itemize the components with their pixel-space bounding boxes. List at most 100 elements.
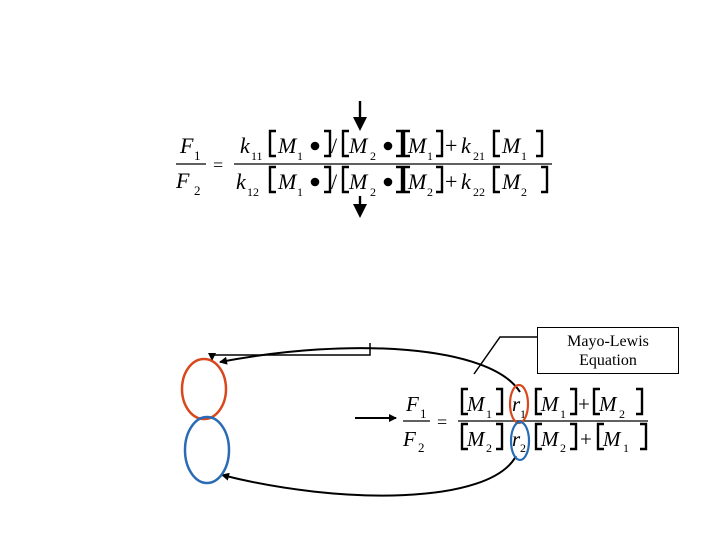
- bottom-den-plus: +: [580, 427, 592, 451]
- top-num-k2: k: [461, 133, 472, 158]
- bottom-num-bracket-open-1: [460, 387, 468, 416]
- blue-ellipse-r2: [509, 420, 531, 462]
- bottom-den-bracket-open-2: [534, 422, 542, 451]
- top-num-bracket-close-4: [536, 129, 544, 158]
- top-den-radical-dot-1: [310, 177, 320, 187]
- bottom-num-bracket-close-1: [496, 387, 504, 416]
- top-num-slash: /: [331, 133, 338, 158]
- top-num-radical-dot-1: [310, 141, 320, 151]
- top-den-bracket-open-4: [492, 165, 500, 194]
- top-den-k2: k: [461, 169, 472, 194]
- top-den-bracket-open-1: [268, 165, 276, 194]
- bottom-denominator: M 2 r 2 M 2 + M 1: [460, 422, 648, 455]
- upper-left-connector: [208, 343, 371, 361]
- top-den-M3: M: [407, 169, 428, 194]
- mayo-lewis-callout: Mayo-Lewis Equation: [537, 327, 679, 374]
- top-den-M4: M: [501, 169, 522, 194]
- top-num-M3: M: [407, 133, 428, 158]
- top-num-bracket-close-1: [324, 129, 332, 158]
- top-num-M3-sub: 1: [427, 149, 433, 163]
- bottom-down-arrow-head: [353, 204, 367, 218]
- bottom-lhs-num-sub: 1: [420, 406, 427, 421]
- top-num-bracket-open-2: [341, 129, 349, 158]
- top-num-plus: +: [445, 133, 457, 158]
- top-num-M2: M: [348, 133, 369, 158]
- top-num-bracket-close-2: [396, 129, 404, 158]
- callout-leader-line: [473, 336, 537, 375]
- lower-loop-curve: [221, 455, 517, 497]
- top-num-M1-sub: 1: [297, 149, 303, 163]
- top-denominator: k 12 M 1 / M 2 M 2 + k 22 M 2: [236, 165, 549, 199]
- top-num-M2-sub: 2: [370, 149, 376, 163]
- top-equation: F 1 F 2 = k 11 M 1 / M 2 M 1 + k: [175, 101, 552, 218]
- bottom-equals-sign: =: [437, 412, 447, 432]
- bottom-den-r: r: [512, 427, 521, 451]
- top-num-bracket-open-3: [402, 129, 410, 158]
- top-lhs-den-F: F: [175, 168, 190, 193]
- top-num-M4-sub: 1: [521, 149, 527, 163]
- bottom-num-M1-sub: 1: [486, 407, 492, 421]
- bottom-den-r-sub: 2: [520, 441, 526, 455]
- bottom-num-M2: M: [540, 392, 560, 416]
- top-num-bracket-open-1: [268, 129, 276, 158]
- top-den-M2: M: [348, 169, 369, 194]
- bottom-den-bracket-close-1: [496, 422, 504, 451]
- top-den-M4-sub: 2: [521, 185, 527, 199]
- bottom-den-bracket-open-3: [596, 422, 604, 451]
- top-equals-sign: =: [213, 155, 223, 175]
- top-den-bracket-close-1: [324, 165, 332, 194]
- top-num-k2-sub: 21: [473, 149, 485, 163]
- top-lhs-num-F: F: [179, 133, 194, 158]
- top-num-k: k: [240, 133, 251, 158]
- top-den-bracket-open-3: [402, 165, 410, 194]
- bottom-numerator: M 1 r 1 M 1 + M 2: [460, 387, 644, 421]
- top-den-plus: +: [445, 169, 457, 194]
- blue-ellipse-left: [183, 415, 231, 485]
- top-den-M1: M: [277, 169, 298, 194]
- top-num-M1: M: [277, 133, 298, 158]
- bottom-lhs-den-F: F: [402, 427, 416, 451]
- bottom-den-M1: M: [466, 427, 486, 451]
- bottom-den-M2-sub: 2: [560, 441, 566, 455]
- top-num-radical-dot-2: [383, 141, 393, 151]
- top-lhs-den-sub: 2: [194, 183, 201, 198]
- bottom-num-M2-sub: 1: [560, 407, 566, 421]
- bottom-den-M3: M: [602, 427, 622, 451]
- top-den-M2-sub: 2: [370, 185, 376, 199]
- cycle-curves: [208, 343, 521, 497]
- bottom-num-r-sub: 1: [520, 407, 526, 421]
- top-down-arrow-head: [353, 117, 367, 131]
- bottom-num-M3: M: [598, 392, 618, 416]
- bottom-num-bracket-close-2: [570, 387, 578, 416]
- bottom-num-M1: M: [466, 392, 486, 416]
- bottom-den-bracket-open-1: [460, 422, 468, 451]
- top-den-radical-dot-2: [383, 177, 393, 187]
- callout-line-2: Equation: [579, 351, 637, 369]
- top-den-bracket-close-4: [541, 165, 549, 194]
- top-den-M3-sub: 2: [427, 185, 433, 199]
- bottom-num-bracket-open-3: [592, 387, 600, 416]
- top-den-k2-sub: 22: [473, 185, 485, 199]
- top-numerator: k 11 M 1 / M 2 M 1 + k 21 M 1: [240, 129, 544, 163]
- top-num-k-sub: 11: [251, 149, 263, 163]
- bottom-num-M3-sub: 2: [619, 407, 625, 421]
- callout-line-1: Mayo-Lewis: [567, 332, 649, 350]
- bottom-den-bracket-close-3: [640, 422, 648, 451]
- top-num-bracket-close-3: [436, 129, 444, 158]
- top-den-k: k: [236, 169, 247, 194]
- bottom-num-bracket-close-3: [636, 387, 644, 416]
- bottom-num-plus: +: [578, 392, 590, 416]
- upper-loop-curve: [219, 347, 521, 393]
- bottom-den-M3-sub: 1: [623, 441, 629, 455]
- bottom-num-bracket-open-2: [534, 387, 542, 416]
- top-num-bracket-open-4: [492, 129, 500, 158]
- bottom-den-M2: M: [540, 427, 560, 451]
- top-den-k-sub: 12: [247, 185, 259, 199]
- bottom-num-r: r: [512, 392, 521, 416]
- top-den-bracket-close-3: [436, 165, 444, 194]
- top-den-slash: /: [331, 169, 338, 194]
- top-den-bracket-close-2: [396, 165, 404, 194]
- bottom-den-M1-sub: 2: [486, 441, 492, 455]
- top-num-M4: M: [501, 133, 522, 158]
